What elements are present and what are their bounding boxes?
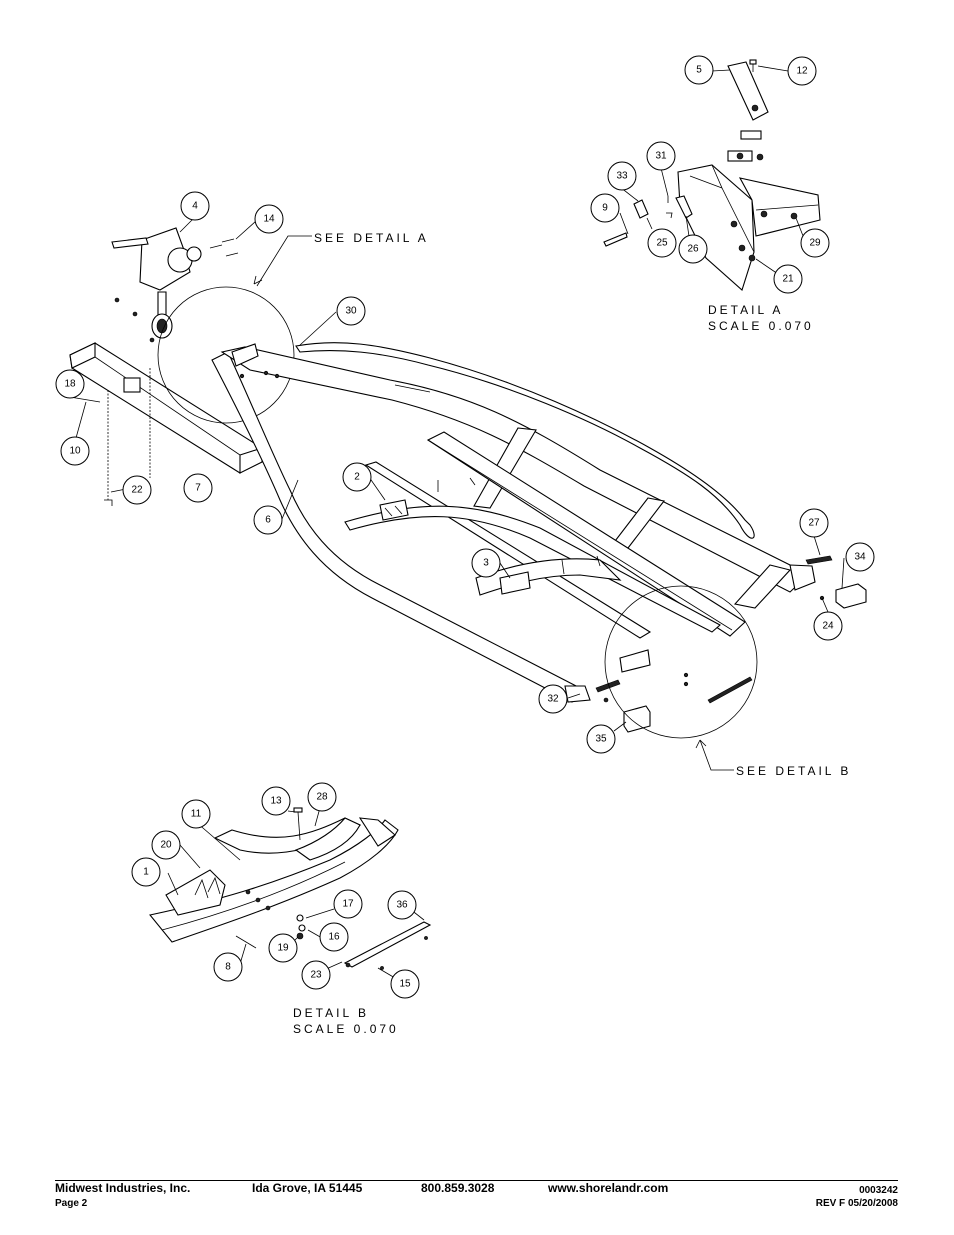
callout-22: 22 [122,475,152,505]
svg-text:22: 22 [131,485,143,496]
detail-b-scale: SCALE 0.070 [293,1022,399,1036]
svg-text:10: 10 [69,446,81,457]
detail-a-scale: SCALE 0.070 [708,319,814,333]
callout-28: 28 [307,782,337,812]
svg-text:23: 23 [310,970,322,981]
callout-18: 18 [55,369,85,399]
footer-website: www.shorelandr.com [548,1181,669,1195]
svg-text:9: 9 [602,203,608,214]
callout-14: 14 [254,204,284,234]
svg-text:14: 14 [263,214,275,225]
detail-b-circle [604,585,758,739]
callout-3: 3 [471,548,501,578]
svg-text:25: 25 [656,238,668,249]
svg-text:24: 24 [822,621,834,632]
svg-text:33: 33 [616,171,628,182]
svg-text:31: 31 [655,151,667,162]
callout-2: 2 [342,462,372,492]
callout-6: 6 [253,505,283,535]
footer-page-number: Page 2 [55,1198,88,1209]
see-detail-b-label: SEE DETAIL B [736,764,851,778]
svg-text:18: 18 [64,379,76,390]
trailer-frame-drawing [211,343,867,733]
svg-text:3: 3 [483,558,489,569]
callout-29: 29 [800,228,830,258]
callout-8: 8 [213,952,243,982]
svg-text:2: 2 [354,472,360,483]
svg-text:4: 4 [192,201,198,212]
svg-text:20: 20 [160,840,172,851]
detail-a-drawing [603,59,821,291]
callout-25: 25 [647,228,677,258]
callout-13: 13 [261,786,291,816]
callout-16: 16 [319,922,349,952]
footer-city: Ida Grove, IA 51445 [252,1181,363,1195]
callout-21: 21 [773,264,803,294]
callout-26: 26 [678,234,708,264]
svg-text:15: 15 [399,979,411,990]
footer-revision: REV F 05/20/2008 [815,1198,898,1209]
callout-17: 17 [333,889,363,919]
callout-15: 15 [390,969,420,999]
svg-text:13: 13 [270,796,282,807]
svg-text:32: 32 [547,694,559,705]
svg-text:19: 19 [277,943,289,954]
callout-7: 7 [183,473,213,503]
callout-35: 35 [586,724,616,754]
detail-a-title: DETAIL A [708,303,783,317]
svg-text:35: 35 [595,734,607,745]
detail-a-circle [157,286,295,424]
svg-text:6: 6 [265,515,271,526]
footer-phone: 800.859.3028 [421,1181,495,1195]
svg-text:36: 36 [396,900,408,911]
callout-4: 4 [180,191,210,221]
svg-text:29: 29 [809,238,821,249]
callout-34: 34 [845,542,875,572]
svg-text:30: 30 [345,306,357,317]
svg-text:8: 8 [225,962,231,973]
callout-32: 32 [538,684,568,714]
callout-23: 23 [301,960,331,990]
callout-1: 1 [131,857,161,887]
callout-19: 19 [268,933,298,963]
guide-rail-30 [295,342,755,539]
svg-text:16: 16 [328,932,340,943]
footer-company: Midwest Industries, Inc. [55,1181,191,1195]
callout-24: 24 [813,611,843,641]
callout-33: 33 [607,161,637,191]
svg-text:5: 5 [696,65,702,76]
callout-31: 31 [646,141,676,171]
svg-text:26: 26 [687,244,699,255]
callout-9: 9 [590,193,620,223]
callout-36: 36 [387,890,417,920]
svg-text:11: 11 [191,809,202,820]
callout-5: 5 [684,55,714,85]
detail-b-drawing [149,803,432,979]
callout-11: 11 [181,799,211,829]
svg-text:17: 17 [342,899,354,910]
callout-30: 30 [336,296,366,326]
callout-20: 20 [151,830,181,860]
page-footer [55,1180,898,1181]
svg-text:28: 28 [316,792,328,803]
detail-b-title: DETAIL B [293,1006,369,1020]
svg-text:7: 7 [195,483,201,494]
svg-text:34: 34 [854,552,866,563]
see-detail-a-label: SEE DETAIL A [314,231,429,245]
winch-assembly-drawing [69,218,263,506]
svg-text:12: 12 [796,66,808,77]
svg-text:21: 21 [782,274,794,285]
callout-27: 27 [799,508,829,538]
footer-doc-number: 0003242 [859,1185,898,1196]
callout-12: 12 [787,56,817,86]
svg-text:1: 1 [143,867,149,878]
callout-10: 10 [60,436,90,466]
svg-text:27: 27 [808,518,820,529]
